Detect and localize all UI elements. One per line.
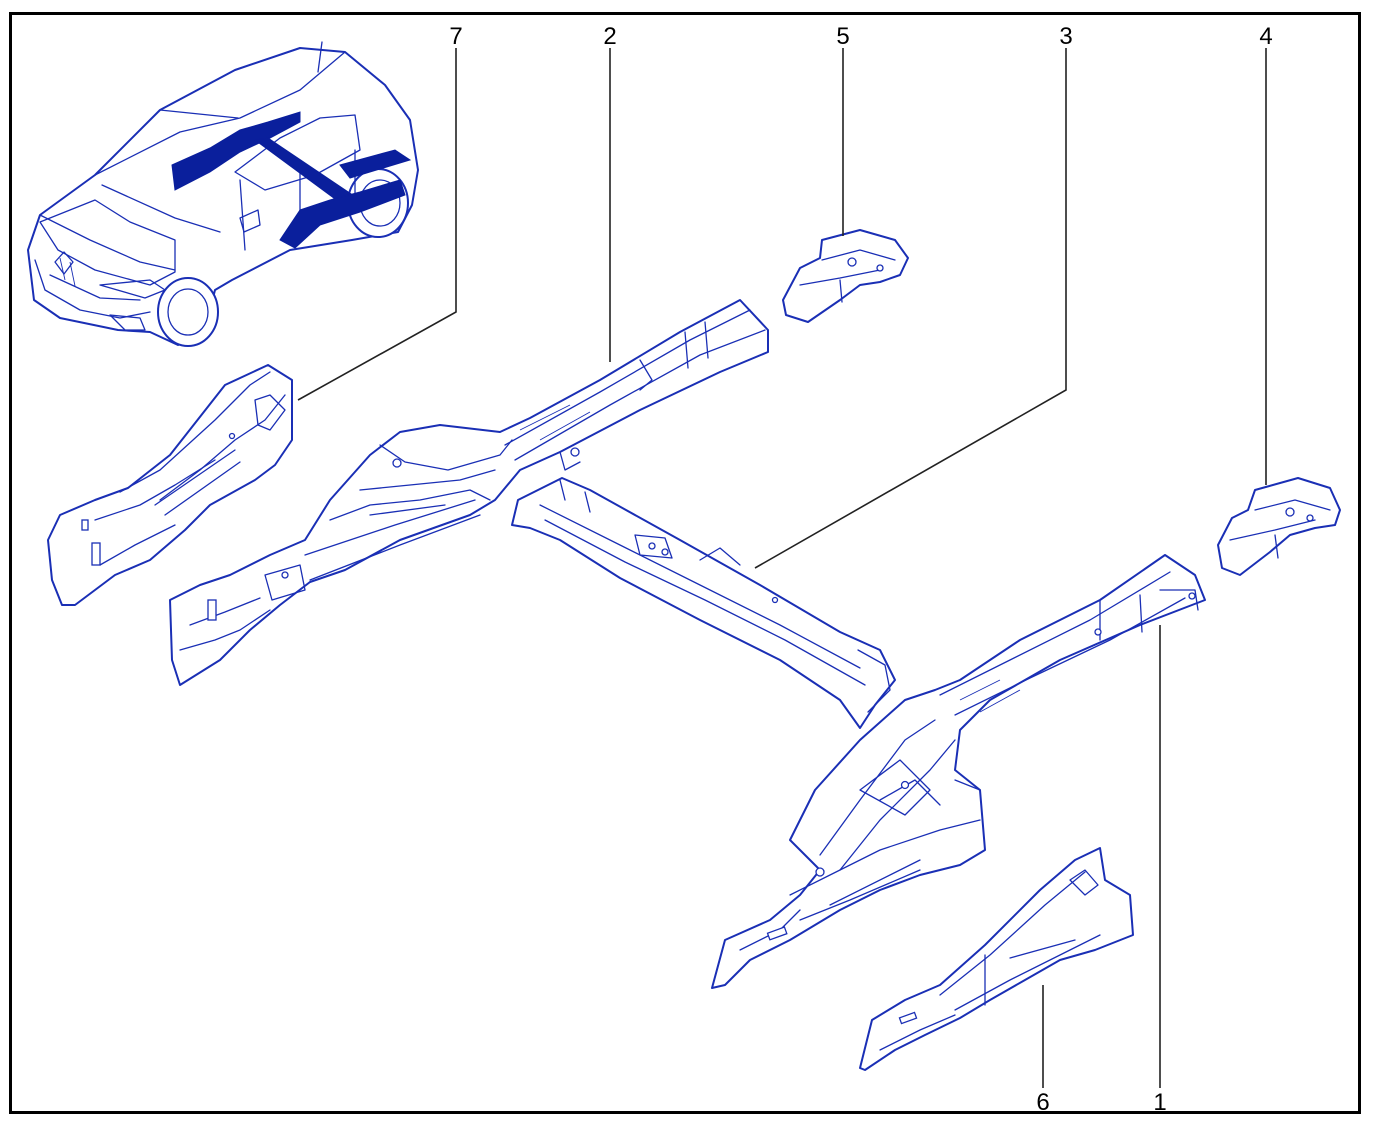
callout-5: 5 (836, 23, 849, 50)
part-3-cross-member (511, 477, 896, 729)
leader-lines (297, 48, 1267, 1088)
vehicle-overview-icon (27, 41, 419, 347)
part-4-bracket (1217, 477, 1341, 576)
leader-7 (297, 48, 457, 401)
callout-6: 6 (1036, 1089, 1049, 1116)
callout-1: 1 (1153, 1089, 1166, 1116)
callout-2: 2 (603, 23, 616, 50)
diagram-frame (9, 12, 1361, 1114)
callout-3: 3 (1059, 23, 1072, 50)
part-6-rail-section (859, 847, 1134, 1071)
callout-7: 7 (449, 23, 462, 50)
part-1-rail-assembly (711, 554, 1206, 989)
part-7-rail-section (47, 364, 293, 606)
part-5-bracket (782, 229, 909, 323)
part-2-rail-assembly (169, 299, 769, 686)
leader-3 (754, 48, 1067, 569)
callout-4: 4 (1259, 23, 1272, 50)
callout-labels: 7 2 5 3 4 6 1 (449, 23, 1272, 1116)
